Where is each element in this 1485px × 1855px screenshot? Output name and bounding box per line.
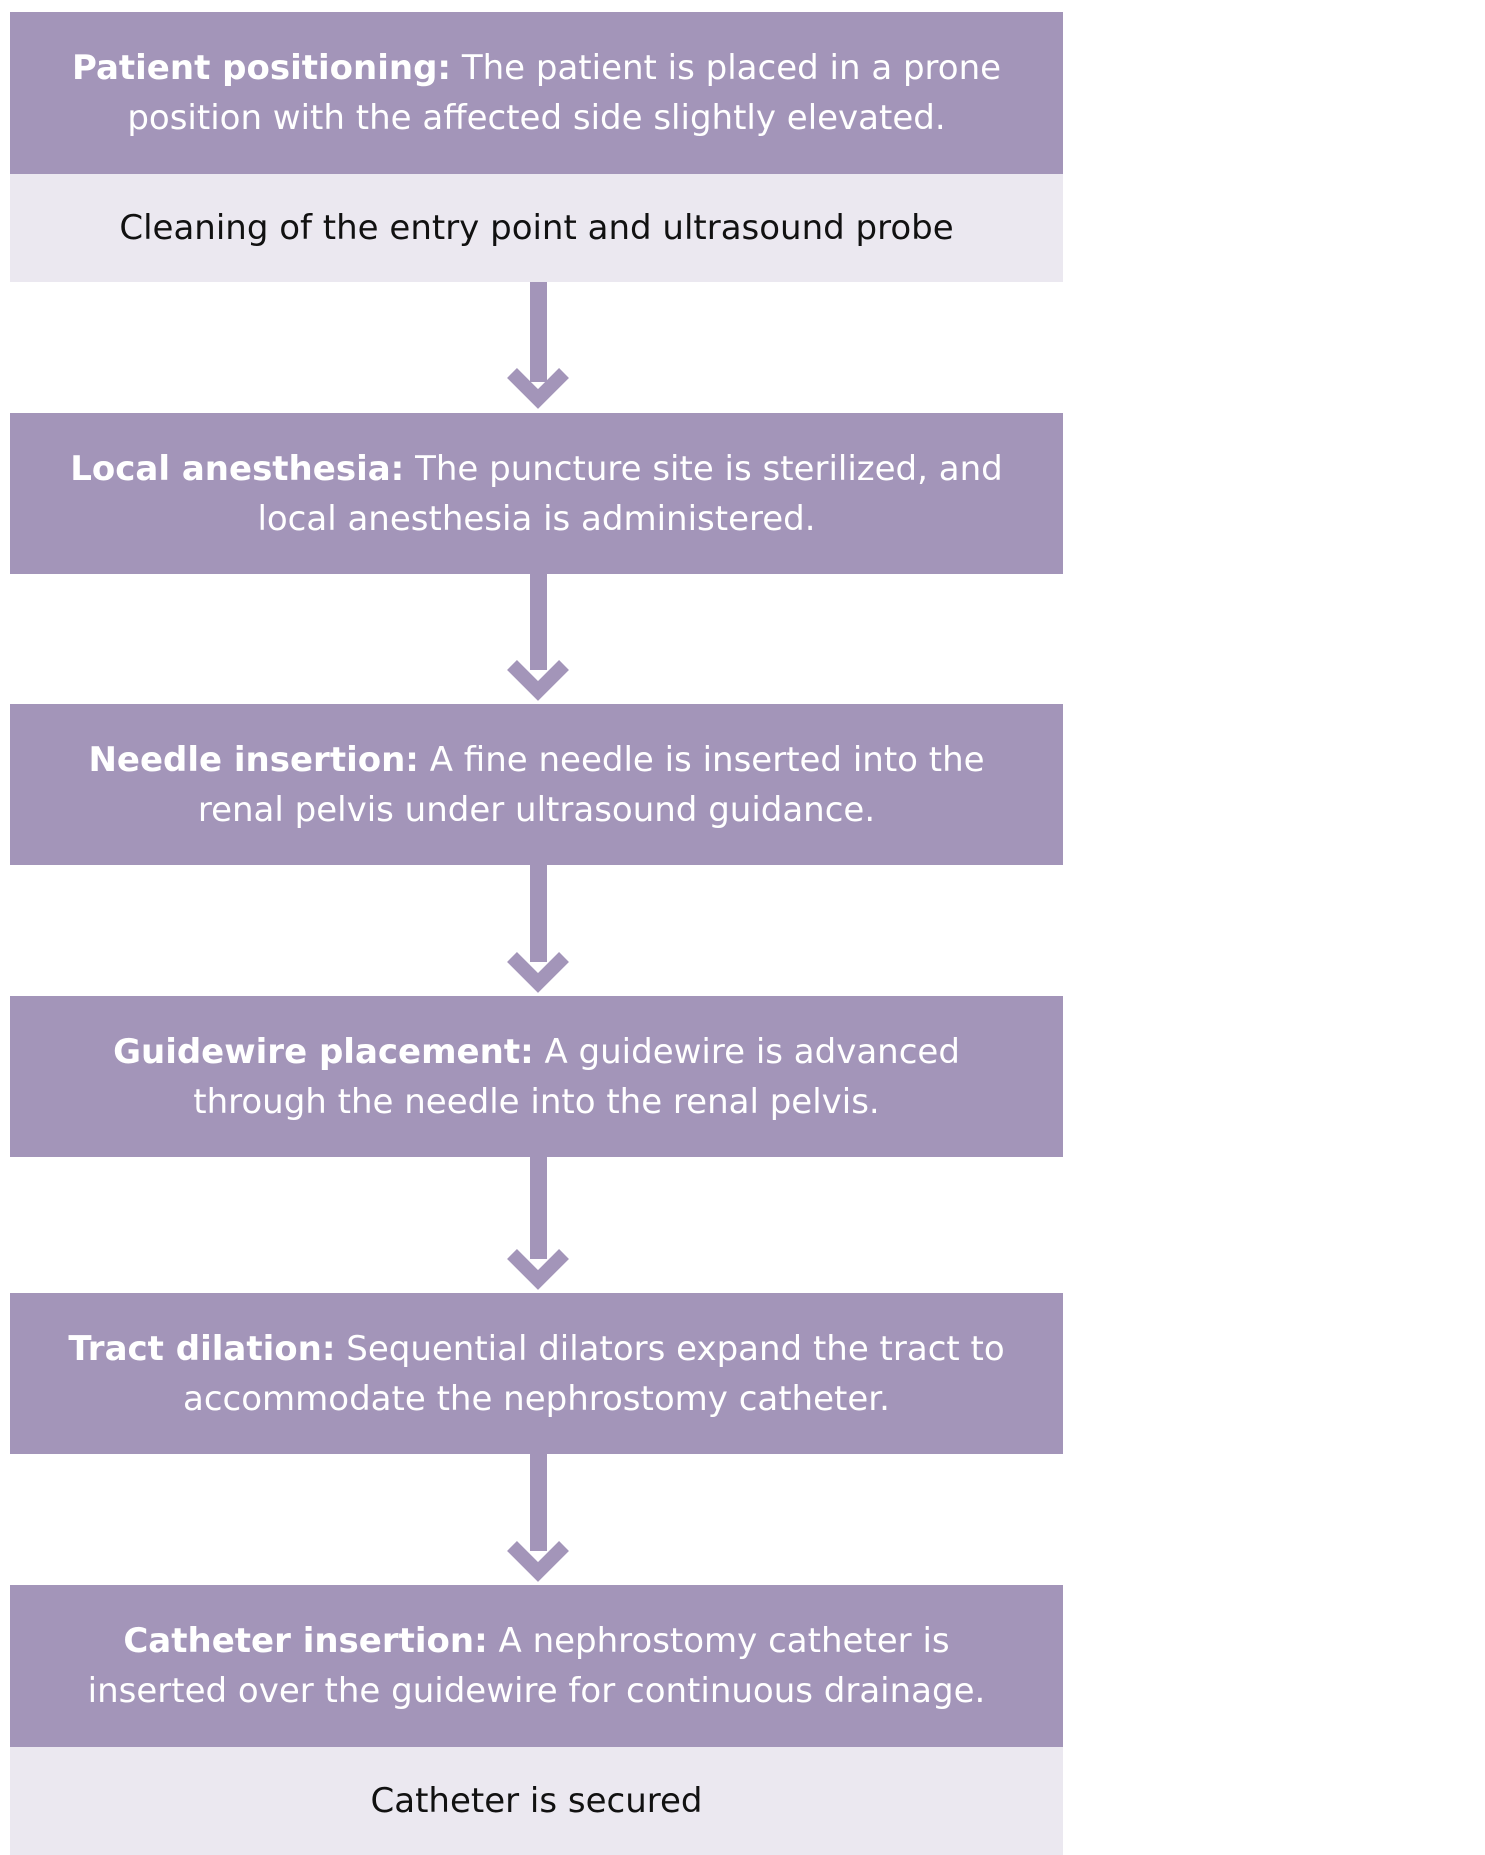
- arrow-1: [507, 282, 569, 409]
- step-patient-positioning: Patient positioning: The patient is plac…: [10, 12, 1063, 174]
- step-label: Local anesthesia:: [70, 448, 405, 489]
- arrow-3: [507, 865, 569, 993]
- step-text: Tract dilation: Sequential dilators expa…: [50, 1324, 1023, 1424]
- step-label: Guidewire placement:: [113, 1031, 534, 1072]
- step-text: Patient positioning: The patient is plac…: [50, 43, 1023, 143]
- step-description: The puncture site is sterilized, and loc…: [257, 448, 1003, 539]
- step-description: The patient is placed in a prone positio…: [127, 48, 1002, 138]
- step-label: Catheter insertion:: [123, 1621, 488, 1661]
- note-catheter-secured: Catheter is secured: [10, 1747, 1063, 1855]
- step-needle-insertion: Needle insertion: A fine needle is inser…: [10, 704, 1063, 865]
- step-description: A fine needle is inserted into the renal…: [197, 739, 985, 830]
- step-catheter-insertion: Catheter insertion: A nephrostomy cathet…: [10, 1585, 1063, 1747]
- step-text: Needle insertion: A fine needle is inser…: [50, 735, 1023, 835]
- step-text: Catheter insertion: A nephrostomy cathet…: [50, 1616, 1023, 1716]
- step-description: A guidewire is advanced through the need…: [193, 1031, 960, 1122]
- step-text: Local anesthesia: The puncture site is s…: [50, 444, 1023, 544]
- step-guidewire-placement: Guidewire placement: A guidewire is adva…: [10, 996, 1063, 1157]
- note-text: Cleaning of the entry point and ultrasou…: [119, 208, 954, 248]
- step-description: Sequential dilators expand the tract to …: [183, 1328, 1005, 1419]
- step-label: Tract dilation:: [68, 1328, 336, 1369]
- arrow-4: [507, 1157, 569, 1290]
- step-label: Patient positioning:: [71, 48, 452, 88]
- step-text: Guidewire placement: A guidewire is adva…: [50, 1027, 1023, 1127]
- arrow-5: [507, 1454, 569, 1582]
- step-local-anesthesia: Local anesthesia: The puncture site is s…: [10, 413, 1063, 574]
- note-text: Catheter is secured: [370, 1781, 703, 1821]
- arrow-2: [507, 574, 569, 701]
- step-label: Needle insertion:: [88, 739, 419, 780]
- note-cleaning: Cleaning of the entry point and ultrasou…: [10, 174, 1063, 282]
- step-description: A nephrostomy catheter is inserted over …: [87, 1621, 986, 1711]
- step-tract-dilation: Tract dilation: Sequential dilators expa…: [10, 1293, 1063, 1454]
